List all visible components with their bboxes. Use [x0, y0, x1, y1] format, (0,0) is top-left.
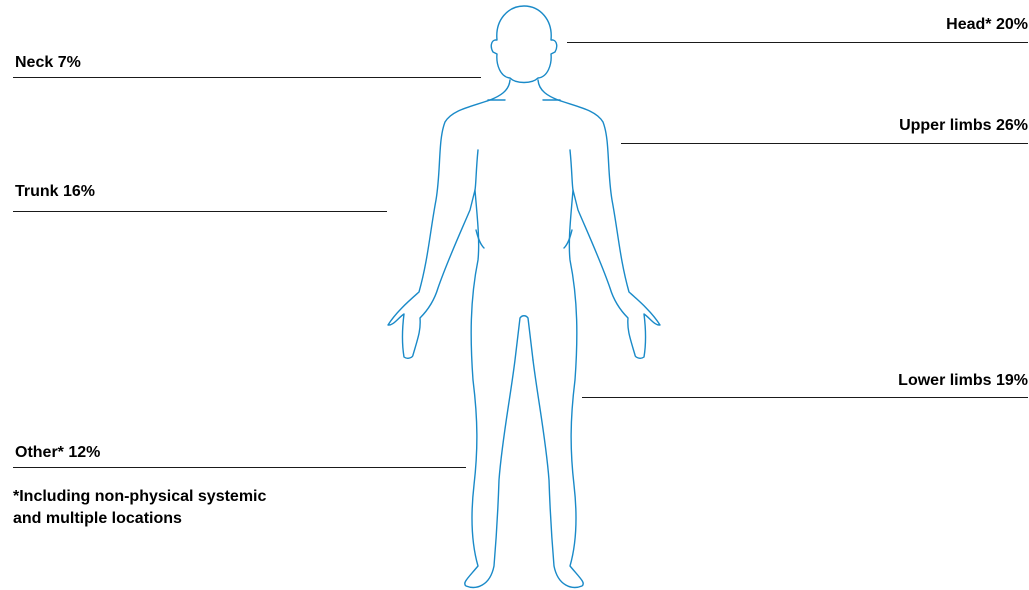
other-leader-line — [13, 467, 466, 468]
body-outline-left — [388, 80, 533, 587]
torso-detail — [475, 100, 573, 248]
label-other: Other* 12% — [15, 443, 100, 463]
label-trunk: Trunk 16% — [15, 182, 95, 202]
lower-limbs-leader-line — [582, 397, 1028, 398]
footnote: *Including non-physical systemic and mul… — [13, 486, 266, 530]
head-outline — [491, 6, 556, 83]
trunk-leader-line — [13, 211, 387, 212]
footnote-line-2: and multiple locations — [13, 508, 266, 530]
label-lower-limbs: Lower limbs 19% — [898, 371, 1028, 391]
label-upper-limbs: Upper limbs 26% — [899, 116, 1028, 136]
upper-limbs-leader-line — [621, 143, 1028, 144]
body-outline-right — [533, 80, 660, 587]
head-leader-line — [567, 42, 1028, 43]
label-head: Head* 20% — [946, 15, 1028, 35]
label-neck: Neck 7% — [15, 53, 81, 73]
neck-leader-line — [13, 77, 481, 78]
footnote-line-1: *Including non-physical systemic — [13, 486, 266, 508]
